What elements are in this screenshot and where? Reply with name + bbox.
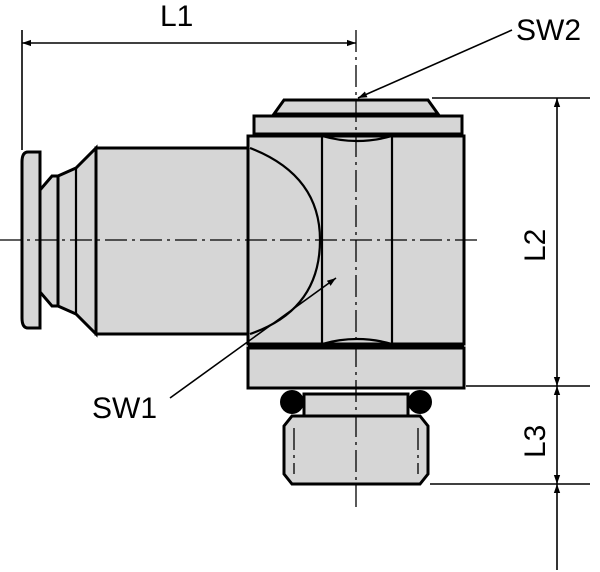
label-sw2: SW2: [516, 14, 581, 47]
release-collar: [20, 150, 42, 330]
dimension-l2: L2: [432, 97, 590, 387]
label-l2: L2: [519, 229, 552, 262]
label-sw1: SW1: [92, 392, 157, 425]
label-l3: L3: [519, 425, 552, 458]
leader-sw2: SW2: [357, 14, 581, 99]
leader-sw1: SW1: [92, 277, 337, 425]
top-cap: [252, 98, 464, 136]
collar-neck: [38, 174, 60, 308]
o-ring: [280, 390, 432, 418]
dimension-l3: L3: [430, 386, 590, 570]
dimension-l1: L1: [21, 0, 356, 150]
label-l1: L1: [160, 0, 193, 33]
